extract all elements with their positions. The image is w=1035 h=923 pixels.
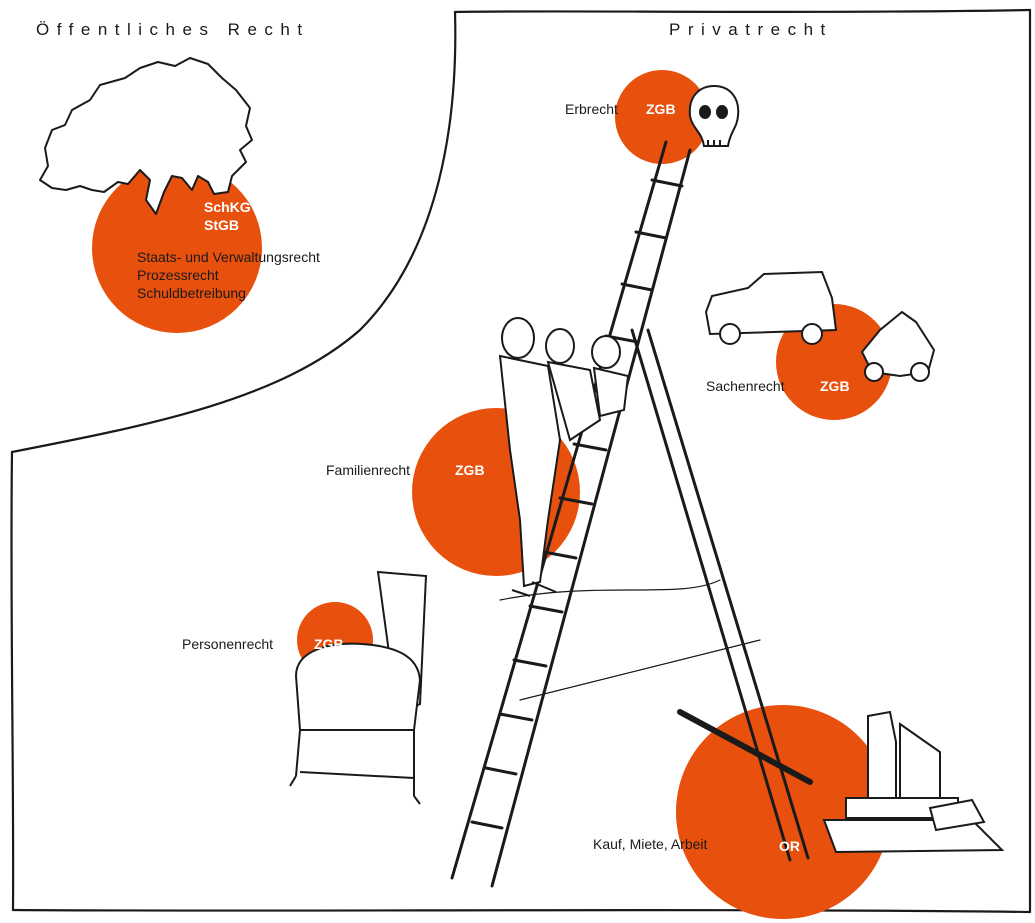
label-vertrag: Kauf, Miete, Arbeit	[593, 836, 708, 852]
building-icon	[822, 710, 1005, 854]
vehicle-icon	[704, 270, 936, 382]
swiss-map-icon	[39, 57, 253, 215]
frame-lines	[10, 8, 1032, 914]
code-schkg: SchKG	[204, 199, 251, 215]
code-vertrag: OR	[779, 838, 800, 854]
code-personenrecht: ZGB	[314, 636, 344, 652]
circle-vertrag	[676, 705, 890, 919]
label-familienrecht: Familienrecht	[326, 462, 411, 478]
circle-erbrecht	[615, 70, 709, 164]
circle-public-law	[92, 163, 262, 333]
code-familienrecht: ZGB	[455, 462, 485, 478]
heading-private-law: Privatrecht	[669, 20, 833, 39]
label-sachenrecht: Sachenrecht	[706, 378, 785, 394]
public-law-line-1: Staats- und Verwaltungsrecht	[137, 249, 320, 265]
label-personenrecht: Personenrecht	[182, 636, 274, 652]
code-stgb: StGB	[204, 217, 239, 233]
label-erbrecht: Erbrecht	[565, 101, 618, 117]
family-icon	[498, 317, 630, 597]
cradle-icon	[289, 570, 428, 805]
code-erbrecht: ZGB	[646, 101, 676, 117]
public-law-line-3: Schuldbetreibung	[137, 285, 246, 301]
code-sachenrecht: ZGB	[820, 378, 850, 394]
ladder-icon	[450, 140, 813, 888]
heading-public-law: Öffentliches Recht	[36, 20, 310, 39]
skull-icon	[688, 84, 740, 147]
public-law-line-2: Prozessrecht	[137, 267, 219, 283]
